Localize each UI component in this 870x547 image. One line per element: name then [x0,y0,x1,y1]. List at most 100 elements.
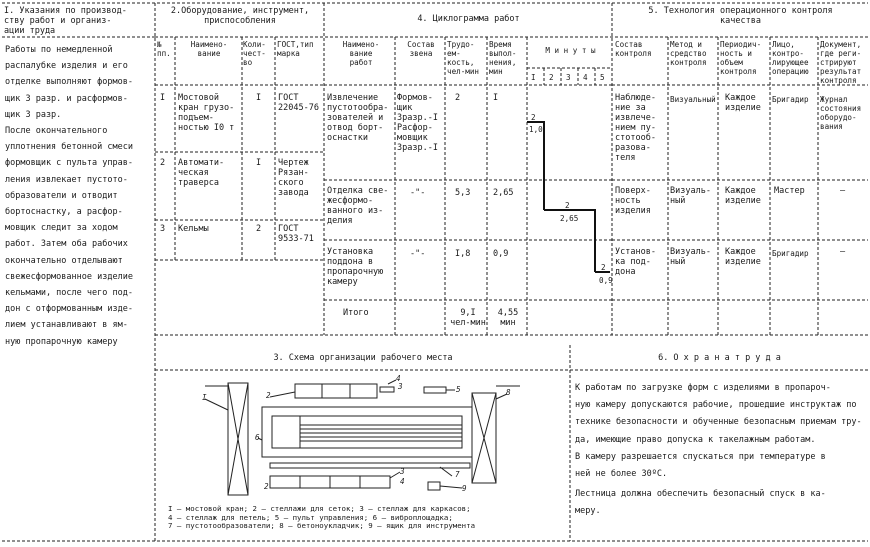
sec2-row1-qty: I [256,93,262,103]
sec4-head-work: Наимено- вание работ [342,40,380,67]
minute-tick-1: I [531,73,536,82]
sec4-total-time: 4,55 мин [497,308,519,328]
sec5-row2-doc: – [840,186,846,196]
sec2-head-gost: ГОСТ,тип марка [277,40,314,58]
sec4-row2-work: Отделка све- жесформо- ванного из- делия [327,186,389,226]
sec5-row2-freq: Каждое изделие [725,186,761,206]
callout-3-top: 3 [398,382,403,391]
section5-title: 5. Технология операционного контроля кач… [648,6,833,26]
sec4-head-crew: Состав звена [407,40,435,58]
gantt-step-1 [527,121,545,210]
callout-7: 7 [455,470,460,479]
sec5-row3-who: Бригадир [772,249,809,258]
sec5-row2-what: Поверх- ность изделия [615,186,651,216]
callout-2-top: 2 [266,391,271,400]
sec5-row3-what: Установ- ка под- дона [615,247,656,277]
sec4-minutes-label: М и н у т ы [545,46,596,55]
callout-4-bottom: 4 [400,477,405,486]
sec5-head-what: Состав контроля [615,40,652,58]
sec5-row1-freq: Каждое изделие [725,93,761,113]
callout-4-top: 4 [396,374,401,383]
sec4-row2-labor: 5,3 [455,188,471,198]
sec4-head-labor: Трудо- ем- кость, чел-мин [447,40,480,76]
minute-tick-2: 2 [549,73,554,82]
gantt-label-1-top: 2 [531,113,536,122]
callout-3-bottom: 3 [400,467,405,476]
sec2-head-name: Наимено- вание [190,40,228,58]
scheme-control-panel [423,386,447,394]
sec4-row3-work: Установка поддона в пропарочную камеру [327,247,384,287]
sec4-row1-labor: 2 [455,93,461,103]
gantt-label-2-bottom: 2,65 [560,214,579,223]
sec5-head-who: Лицо, контро- лирующее операцию [772,40,809,76]
sec2-row1-gost: ГОСТ 22045-76 [278,93,319,113]
sec5-head-doc: Документ, где реги- стрируют результат к… [820,40,862,85]
sec5-head-method: Метод и средство контроля [670,40,707,67]
sec5-row2-who: Мастер [774,186,805,196]
section2-title: 2.Оборудование, инструмент, приспособлен… [170,6,310,26]
sec4-row3-labor: I,8 [455,249,471,259]
minute-tick-4: 4 [583,73,588,82]
minute-tick-5: 5 [600,73,605,82]
sec4-row2-crew: -"- [410,188,426,198]
sec2-row3-num: 3 [160,224,166,234]
section3-title: 3. Схема организации рабочего места [273,353,453,363]
gantt-label-3-top: 2 [601,263,606,272]
sec2-row2-num: 2 [160,158,166,168]
sec5-row1-method: Визуальный [670,95,716,104]
gantt-label-3-bottom: 0,9 [599,276,613,285]
sec5-row1-doc: Журнал состояния оборудо- вания [820,95,862,131]
sec2-row2-qty: I [256,158,262,168]
callout-6: 6 [255,433,260,442]
sec2-row1-name: Мостовой кран грузо- подъем- ностью I0 т [178,93,235,133]
sec2-head-qty: Коли- чест- во [243,40,266,67]
sec5-row3-doc: – [840,247,846,257]
section6-paragraph-1: К работам по загрузке форм с изделиями в… [575,383,862,445]
callout-1: I [202,393,207,402]
sec2-row2-gost: Чертеж Рязан- ского завода [278,158,309,198]
sec2-row3-name: Кельмы [178,224,209,234]
section1-title: I. Указания по производ- ству работ и ор… [4,6,127,36]
sec4-head-time: Время выпол- нения, мин [489,40,517,76]
scheme-bridge-crane-left [227,382,249,496]
sec4-row1-time: I [493,93,499,103]
sec4-row3-time: 0,9 [493,249,509,259]
sec2-row1-num: I [160,93,166,103]
sec4-row1-work: Извлечение пустотообра- зователей и отво… [327,93,389,143]
sec4-row2-time: 2,65 [493,188,514,198]
section6-title: 6. О х р а н а т р у д а [658,353,781,363]
sec5-head-freq: Периодич- ность и объем контроля [720,40,762,76]
sec2-head-num: № пп. [157,40,171,58]
scheme-tool-box [427,481,441,491]
callout-2-bottom: 2 [264,482,269,491]
scheme-mesh-rack-top [294,383,378,399]
sec4-total-label: Итого [343,308,369,318]
scheme-vibro-platform [261,406,473,458]
scheme-legend: I – мостовой кран; 2 – стеллажи для сето… [168,504,476,530]
scheme-void-formers [269,462,471,469]
sec2-row3-qty: 2 [256,224,262,234]
section6-paragraph-3: Лестница должна обеспечить безопасный сп… [575,489,826,517]
gantt-step-2 [544,209,596,272]
callout-5: 5 [456,385,461,394]
callout-9: 9 [462,484,467,493]
sec5-row3-freq: Каждое изделие [725,247,761,267]
section4-title: 4. Циклограмма работ [417,14,520,24]
sec5-row1-who: Бригадир [772,95,809,104]
sec5-row3-method: Визуаль- ный [670,247,711,267]
sec2-row3-gost: ГОСТ 9533-71 [278,224,314,244]
section6-paragraph-2: В камеру разрешается спускаться при темп… [575,452,826,480]
sec2-row2-name: Автомати- ческая траверса [178,158,225,188]
sec5-row2-method: Визуаль- ный [670,186,711,206]
sec4-total-labor: 9,I чел-мин [450,308,486,328]
gantt-label-2-top: 2 [565,201,570,210]
section1-text: Работы по немедленной распалубке изделия… [5,45,133,347]
minute-tick-3: 3 [566,73,571,82]
sec4-row1-crew: Формов- щик 3разр.-I Расфор- мовщик 3раз… [397,93,438,153]
gantt-label-1-bottom: 1,0 [529,125,543,134]
sec5-row1-what: Наблюде- ние за извлече- нием пу- стотоо… [615,93,656,163]
sec4-row3-crew: -"- [410,249,426,259]
callout-8: 8 [506,388,511,397]
